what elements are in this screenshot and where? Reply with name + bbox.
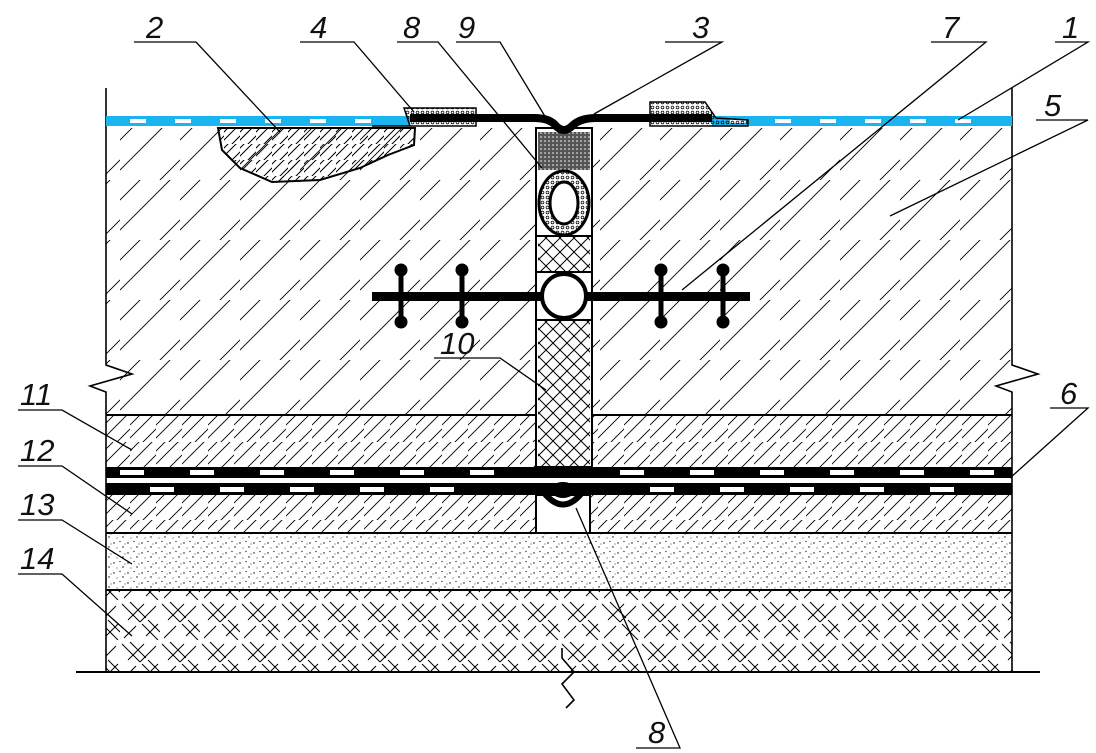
joint-sealant-9 — [538, 132, 590, 170]
label-4: 4 — [310, 10, 327, 45]
repair-patch — [216, 127, 417, 184]
lower-joint-slot — [535, 494, 591, 534]
label-6: 6 — [1060, 376, 1078, 411]
layer-12-right — [590, 495, 1012, 533]
cover-strip-3 — [410, 114, 712, 134]
label-11: 11 — [20, 377, 52, 412]
label-1: 1 — [1062, 10, 1079, 45]
joint-filler-mid — [538, 236, 590, 272]
label-14: 14 — [20, 541, 54, 576]
label-7: 7 — [942, 10, 961, 45]
layer-11-screed — [106, 415, 536, 467]
label-3: 3 — [692, 10, 709, 45]
label-10: 10 — [440, 326, 474, 361]
layer-11-screed-right — [592, 415, 1012, 467]
upper-backer-rod-core — [548, 180, 580, 226]
lower-membrane-loop — [531, 483, 595, 508]
leader-lines — [18, 41, 1091, 749]
label-13: 13 — [20, 487, 54, 522]
layer-14-soil — [106, 590, 1012, 672]
waterstop-7 — [372, 263, 750, 329]
label-8-bottom: 8 — [648, 715, 666, 750]
break-lines — [87, 88, 1041, 709]
label-2: 2 — [145, 10, 163, 45]
label-5: 5 — [1044, 88, 1062, 123]
joint-filler-10 — [538, 320, 590, 467]
lower-sealant-cord — [551, 482, 575, 498]
label-12: 12 — [20, 433, 54, 468]
label-8-top: 8 — [403, 10, 421, 45]
layer-13-sand — [106, 533, 1012, 590]
label-9: 9 — [458, 10, 475, 45]
layer-boundaries — [76, 414, 1040, 673]
layer-12-left — [106, 495, 536, 533]
